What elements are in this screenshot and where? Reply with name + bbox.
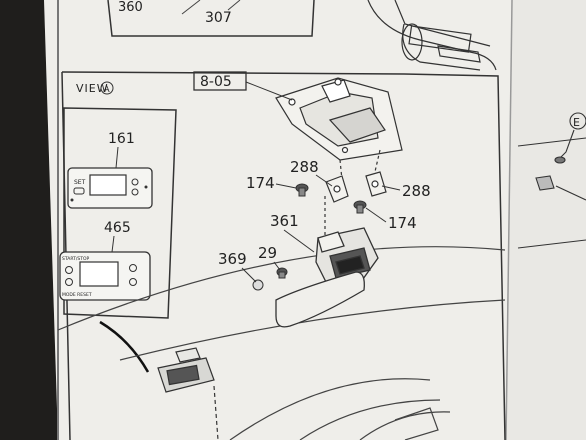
screw-29 bbox=[276, 267, 288, 279]
part-label-174-left: 174 bbox=[246, 174, 275, 192]
screw-174-right bbox=[353, 200, 367, 214]
part-label-288-right: 288 bbox=[402, 182, 431, 200]
top-frame: 360 307 bbox=[107, 0, 315, 37]
unit-465-start-stop: START/STOP bbox=[62, 256, 90, 262]
bracket-plate bbox=[275, 77, 403, 240]
view-label: VIEW A bbox=[76, 81, 114, 95]
ref-box-8-05: 8-05 bbox=[193, 71, 293, 101]
part-label-174-right: 174 bbox=[388, 214, 417, 232]
part-label-288-left: 288 bbox=[290, 158, 319, 176]
console-361 bbox=[315, 227, 379, 291]
unit-465-mode-reset: MODE RESET bbox=[62, 292, 92, 298]
page-gutter bbox=[505, 0, 513, 440]
unit-161: 161 SET bbox=[67, 131, 153, 209]
part-label-361: 361 bbox=[270, 212, 299, 230]
part-label-360: 360 bbox=[118, 0, 143, 15]
part-label-161: 161 bbox=[108, 131, 135, 147]
cap-369 bbox=[252, 279, 264, 291]
leader-arc bbox=[99, 320, 150, 373]
rearview-mirror bbox=[275, 271, 365, 328]
bottom-unit bbox=[157, 347, 219, 440]
part-label-29: 29 bbox=[258, 244, 277, 262]
part-label-369: 369 bbox=[218, 250, 247, 268]
ref-label-8-05: 8-05 bbox=[200, 74, 232, 90]
part-label-307: 307 bbox=[205, 10, 232, 26]
part-label-465: 465 bbox=[104, 220, 131, 236]
inset-box bbox=[63, 107, 177, 319]
bracket-288-right bbox=[365, 171, 387, 197]
bracket-288-left bbox=[325, 175, 349, 203]
car-illustration bbox=[367, 0, 497, 71]
part-labels: 288 288 174 174 361 29 369 bbox=[218, 158, 431, 283]
view-letter: A bbox=[104, 85, 111, 95]
unit-465: 465 START/STOP MODE RESET bbox=[59, 220, 151, 301]
view-text: VIEW bbox=[76, 82, 109, 95]
right-page bbox=[506, 0, 586, 440]
dashboard-lines bbox=[57, 246, 506, 440]
screw-174-left bbox=[295, 183, 309, 197]
left-binding-shadow bbox=[0, 0, 58, 440]
unit-161-set-text: SET bbox=[74, 179, 86, 186]
right-page-fragment: E bbox=[517, 112, 586, 249]
callout-letter-e: E bbox=[573, 116, 580, 129]
